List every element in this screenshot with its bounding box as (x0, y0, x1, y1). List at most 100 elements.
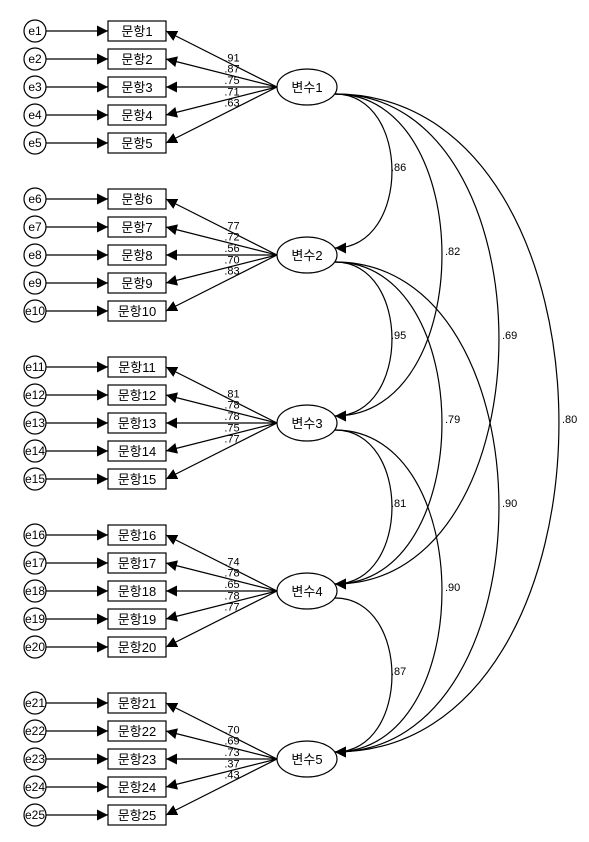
correlation-value: .81 (391, 498, 406, 510)
error-label: e16 (25, 528, 45, 542)
error-term: e12 (23, 383, 47, 407)
item-label: 문항15 (118, 472, 156, 487)
error-term: e3 (23, 75, 47, 99)
error-term: e11 (23, 355, 47, 379)
error-circle (23, 355, 47, 379)
loading-path (165, 198, 278, 256)
loading-path (165, 366, 278, 424)
loading-value: .81 (224, 388, 239, 400)
item-box: 문항6 (107, 188, 167, 210)
item-rect (107, 804, 167, 826)
item-box: 문항25 (107, 804, 167, 826)
item-box: 문항18 (107, 580, 167, 602)
error-term: e1 (23, 19, 47, 43)
item-box: 문항7 (107, 216, 167, 238)
error-term: e25 (23, 803, 47, 827)
latent-ellipse (276, 68, 338, 106)
error-circle (23, 383, 47, 407)
item-label: 문항10 (118, 304, 156, 319)
item-label: 문항21 (118, 696, 156, 711)
error-circle (23, 719, 47, 743)
error-label: e22 (25, 724, 45, 738)
item-label: 문항23 (118, 752, 156, 767)
loading-value: .78 (224, 568, 239, 580)
item-box: 문항24 (107, 776, 167, 798)
error-label: e5 (28, 136, 42, 150)
item-rect (107, 300, 167, 322)
item-box: 문항3 (107, 76, 167, 98)
error-term: e16 (23, 523, 47, 547)
latent-l2: 변수2 (276, 236, 338, 274)
latent-label: 변수1 (291, 80, 322, 95)
error-label: e18 (25, 584, 45, 598)
loading-value: .73 (224, 747, 239, 759)
item-rect (107, 412, 167, 434)
item-label: 문항20 (118, 640, 156, 655)
loading-value: .77 (224, 602, 239, 614)
item-rect (107, 104, 167, 126)
error-term: e20 (23, 635, 47, 659)
item-box: 문항20 (107, 636, 167, 658)
error-term: e4 (23, 103, 47, 127)
error-circle (23, 747, 47, 771)
error-circle (23, 103, 47, 127)
item-rect (107, 440, 167, 462)
item-box: 문항10 (107, 300, 167, 322)
item-box: 문항16 (107, 524, 167, 546)
latent-label: 변수2 (291, 248, 322, 263)
item-label: 문항16 (118, 528, 156, 543)
error-circle (23, 299, 47, 323)
error-term: e15 (23, 467, 47, 491)
error-term: e5 (23, 131, 47, 155)
item-rect (107, 272, 167, 294)
correlation-arc (323, 424, 393, 590)
error-term: e7 (23, 215, 47, 239)
error-term: e2 (23, 47, 47, 71)
loading-value: .87 (224, 64, 239, 76)
correlation-arc (323, 256, 500, 758)
error-circle (23, 411, 47, 435)
error-circle (23, 803, 47, 827)
loading-value: .77 (224, 220, 239, 232)
error-label: e7 (28, 220, 42, 234)
item-box: 문항19 (107, 608, 167, 630)
loading-path (165, 56, 278, 88)
item-box: 문항14 (107, 440, 167, 462)
correlation-arc (323, 256, 393, 422)
correlation-arc (323, 88, 393, 254)
correlation-arc (323, 256, 443, 590)
loading-path (165, 30, 278, 88)
correlation-arc (323, 88, 500, 590)
correlation-value: .90 (502, 498, 517, 510)
correlation-value: .86 (391, 162, 406, 174)
loading-value: .78 (224, 400, 239, 412)
error-circle (23, 19, 47, 43)
loading-path (165, 758, 278, 790)
item-label: 문항4 (121, 108, 152, 123)
loading-path (165, 224, 278, 256)
error-term: e6 (23, 187, 47, 211)
loading-value: .74 (224, 556, 239, 568)
loading-value: .91 (224, 52, 239, 64)
error-term: e8 (23, 243, 47, 267)
item-label: 문항2 (121, 52, 152, 67)
error-term: e23 (23, 747, 47, 771)
item-rect (107, 20, 167, 42)
item-rect (107, 76, 167, 98)
error-label: e10 (25, 304, 45, 318)
error-circle (23, 635, 47, 659)
item-box: 문항9 (107, 272, 167, 294)
correlation-arc (323, 88, 560, 758)
latent-ellipse (276, 404, 338, 442)
loading-value: .70 (224, 254, 239, 266)
item-box: 문항12 (107, 384, 167, 406)
error-label: e13 (25, 416, 45, 430)
item-label: 문항5 (121, 136, 152, 151)
error-label: e6 (28, 192, 42, 206)
item-rect (107, 524, 167, 546)
loading-path (165, 422, 278, 454)
item-label: 문항17 (118, 556, 156, 571)
error-label: e15 (25, 472, 45, 486)
item-rect (107, 188, 167, 210)
